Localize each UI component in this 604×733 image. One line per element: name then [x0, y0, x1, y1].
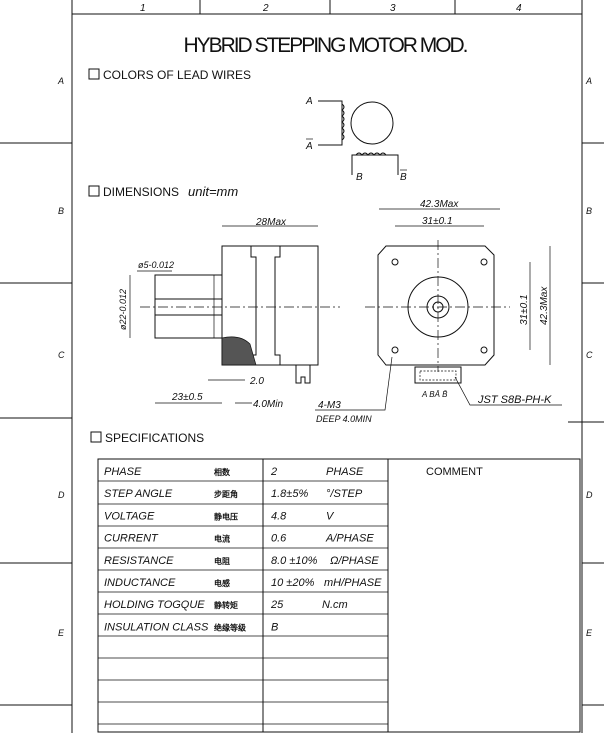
spec-value: 1.8±5%	[271, 488, 308, 500]
section-dimensions: DIMENSIONS	[103, 185, 179, 199]
spec-unit: V	[326, 510, 335, 522]
grid-row-e-right: E	[586, 628, 593, 638]
connector-label: JST S8B-PH-K	[477, 394, 552, 406]
dim-min: 4.0Min	[253, 399, 283, 410]
spec-name: RESISTANCE	[104, 555, 174, 567]
dim-length: 28Max	[255, 217, 287, 228]
grid-row-c: C	[58, 350, 65, 360]
grid-row-d-right: D	[586, 490, 593, 500]
spec-value: B	[271, 621, 278, 633]
grid-col-1: 1	[140, 3, 146, 14]
spec-name-cn: 静转矩	[214, 600, 238, 610]
spec-value: 8.0 ±10%	[271, 555, 318, 567]
dim-shaft-diameter: ø5-0.012	[138, 260, 174, 270]
dim-height: 42.3Max	[539, 286, 550, 325]
grid-col-2: 2	[262, 3, 269, 14]
spec-table: COMMENT PHASE 相数 2 PHASE STEP ANGLE 步距角 1.8±5%…	[97, 458, 581, 733]
grid-col-4: 4	[516, 3, 522, 14]
grid-row-b-right: B	[586, 206, 592, 216]
wire-a-label: A	[305, 96, 313, 107]
motor-circle	[350, 101, 394, 145]
connector-pins: A BĀ B̄	[421, 390, 448, 399]
section-lead-wires: COLORS OF LEAD WIRES	[103, 68, 251, 82]
spec-unit: PHASE	[326, 466, 364, 478]
spec-name-cn: 电感	[214, 578, 230, 588]
spec-name: INSULATION CLASS	[104, 621, 209, 633]
spec-value: 4.8	[271, 510, 287, 522]
spec-name: VOLTAGE	[104, 510, 155, 522]
unit-label: unit=mm	[188, 184, 238, 199]
wire-b-label: B	[356, 172, 363, 183]
spec-name-cn: 相数	[214, 467, 231, 477]
spec-name-cn: 电阻	[214, 556, 230, 566]
grid-row-e: E	[58, 628, 65, 638]
wire-a-bar-label: A	[305, 141, 313, 152]
dim-shaft-length: 23±0.5	[171, 392, 203, 403]
spec-unit: A/PHASE	[325, 533, 374, 545]
dim-boss-height: 2.0	[249, 376, 264, 387]
spec-name-cn: 绝缘等级	[214, 622, 247, 632]
dim-hole-pitch: 31±0.1	[422, 216, 453, 227]
dim-boss-diameter: ø22-0.012	[118, 289, 128, 330]
checkbox-specifications	[90, 431, 102, 443]
spec-name-cn: 静电压	[214, 511, 238, 521]
spec-name: INDUCTANCE	[104, 577, 176, 589]
wiring-diagram: A A B B	[305, 96, 407, 183]
spec-name: HOLDING TOGQUE	[104, 599, 205, 611]
spec-value: 10 ±20%	[271, 577, 315, 589]
dim-hole-pitch-vertical: 31±0.1	[519, 294, 530, 325]
spec-name-cn: 电流	[214, 534, 230, 544]
dim-width: 42.3Max	[420, 199, 459, 210]
spec-value: 25	[270, 599, 284, 611]
spec-unit: mH/PHASE	[324, 577, 382, 589]
spec-name: STEP ANGLE	[104, 488, 173, 500]
spec-unit: N.cm	[322, 599, 348, 611]
checkbox-dimensions	[88, 185, 100, 197]
dim-screw: 4-M3	[318, 400, 341, 411]
page-title: HYBRID STEPPING MOTOR MOD.	[184, 34, 469, 57]
spec-value: 2	[270, 466, 277, 478]
grid-row-a: A	[57, 76, 64, 86]
grid-row-d: D	[58, 490, 65, 500]
dim-depth: DEEP 4.0MIN	[316, 414, 372, 424]
spec-name-cn: 步距角	[214, 489, 238, 499]
section-specifications: SPECIFICATIONS	[105, 431, 204, 445]
side-view: 28Max ø5-0.012 ø22-0.012 23±0.5 2.0 4.0M…	[118, 217, 340, 410]
spec-unit: °/STEP	[326, 488, 363, 500]
wire-b-bar-label: B	[400, 172, 407, 183]
spec-unit: Ω/PHASE	[330, 555, 379, 567]
grid-row-a-right: A	[585, 76, 592, 86]
checkbox-lead-wires	[88, 68, 100, 80]
spec-name: PHASE	[104, 466, 142, 478]
front-view: 42.3Max 31±0.1 31±0.1 42.3Max 4-M3 DEEP …	[315, 199, 562, 424]
comment-header: COMMENT	[426, 466, 483, 478]
grid-col-3: 3	[390, 3, 396, 14]
grid-row-b: B	[58, 206, 64, 216]
grid-row-c-right: C	[586, 350, 593, 360]
spec-value: 0.6	[271, 533, 287, 545]
spec-name: CURRENT	[104, 533, 159, 545]
